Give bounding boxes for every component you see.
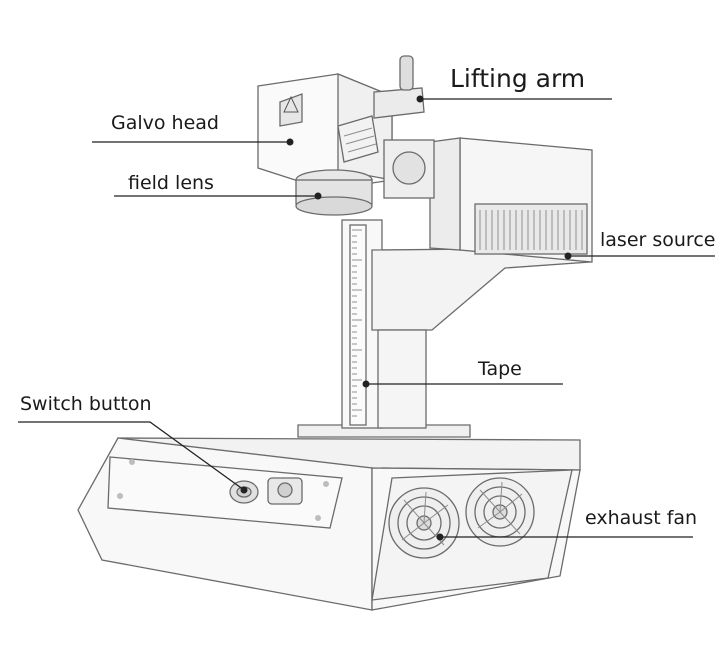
label-galvo-head: Galvo head [111,112,219,134]
label-tape: Tape [478,358,522,380]
label-switch-button: Switch button [20,393,152,415]
lift-block [377,329,427,429]
label-lifting-arm: Lifting arm [450,64,586,93]
lifting-arm-crank [373,87,425,119]
label-laser-source: laser source [600,229,716,251]
crank-handle [399,55,414,91]
base-front-panel [107,456,343,529]
label-field-lens: field lens [128,172,214,194]
leader-switch-button [18,421,245,491]
field-lens-bottom [295,196,373,216]
scale-ruler [349,224,367,426]
label-exhaust-fan: exhaust fan [585,507,698,529]
carriage [371,247,591,331]
